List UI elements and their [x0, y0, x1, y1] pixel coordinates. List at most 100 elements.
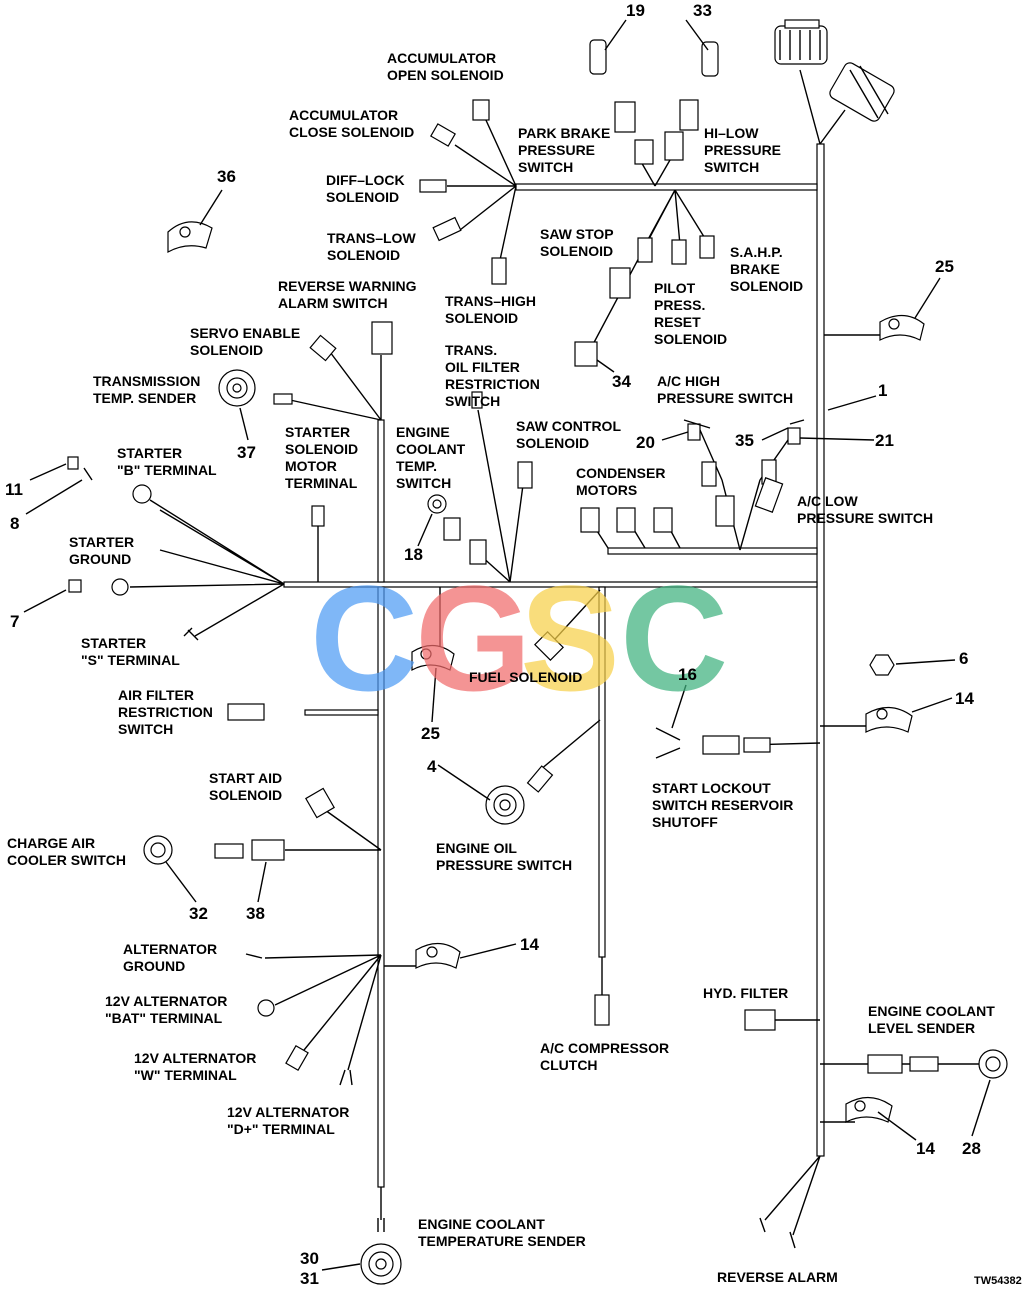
callout-14-right: 14 [955, 689, 974, 708]
callout-28: 28 [962, 1139, 981, 1158]
accumulator-close-connector [430, 123, 456, 147]
callout-25-top: 25 [935, 257, 954, 276]
condenser-connector-c [653, 507, 673, 533]
charge-air-connector [214, 843, 244, 859]
part-8-icon [83, 467, 93, 481]
branch-wires [129, 69, 985, 1236]
reverse-alarm-terminals [759, 1217, 796, 1249]
engine-coolant-temperature-sender-icon [360, 1243, 402, 1285]
condenser-trunk [607, 547, 818, 555]
label-reverse-alarm: REVERSE ALARM [717, 1269, 838, 1285]
trans-high-connector [491, 257, 507, 285]
callout-37: 37 [237, 443, 256, 462]
callout-33: 33 [693, 1, 712, 20]
callout-36: 36 [217, 167, 236, 186]
coolant-level-connector [867, 1054, 903, 1074]
charge-air-cooler-switch-icon [143, 835, 173, 865]
pressure-switch-19-icon [589, 39, 607, 75]
trans-low-connector [432, 216, 462, 242]
alt-bat-ring-terminal [257, 999, 275, 1017]
callout-numbers: 19 33 36 25 34 1 20 35 21 37 11 8 18 7 6… [5, 1, 981, 1288]
alt-dplus-fork-terminal [339, 1069, 353, 1086]
fuel-solenoid-connector [534, 631, 564, 661]
alt-ground-fork-terminal [245, 953, 263, 959]
clamp-25-center-icon [411, 644, 455, 672]
servo-enable-connector [309, 334, 337, 362]
ac-low-plug [754, 477, 784, 513]
air-filter-branch [304, 709, 379, 716]
coolant-temp-fork-terminal [377, 1218, 385, 1232]
top-trunk [515, 183, 818, 191]
callout-19: 19 [626, 1, 645, 20]
drawing-code: TW54382 [974, 1275, 1022, 1287]
callout-8: 8 [10, 514, 19, 533]
callout-38: 38 [246, 904, 265, 923]
callout-7: 7 [10, 612, 19, 631]
part-7-icon [68, 579, 82, 593]
hyd-filter-connector [744, 1009, 776, 1031]
coolant-level-plug [909, 1056, 939, 1072]
oil-pressure-connector [526, 765, 554, 793]
label-alt-bat-terminal: 12V ALTERNATOR"BAT" TERMINAL [105, 993, 227, 1026]
callout-21: 21 [875, 431, 894, 450]
saw-stop-plug [609, 267, 631, 299]
clamp-36-icon [167, 221, 213, 254]
callout-16: 16 [678, 665, 697, 684]
diff-lock-connector [419, 179, 447, 193]
starter-b-ring-terminal [132, 484, 152, 504]
callout-14-bottom: 14 [916, 1139, 935, 1158]
watermark-letter-1: C [310, 554, 418, 722]
leader-arrows [23, 19, 991, 1271]
callout-20: 20 [636, 433, 655, 452]
pressure-switch-33-icon [701, 41, 719, 77]
park-brake-connector [614, 101, 636, 133]
watermark-letter-3: S [520, 554, 620, 722]
starter-s-fork-terminal [183, 627, 199, 641]
air-filter-connector [227, 703, 265, 721]
callout-11: 11 [5, 480, 23, 499]
callout-35: 35 [735, 431, 754, 450]
clamp-14-right-icon [865, 706, 913, 733]
start-lockout-terminals [655, 727, 681, 759]
start-lockout-plug [743, 737, 771, 753]
trans-temp-terminal [273, 393, 293, 405]
start-aid-connector [305, 787, 335, 819]
part-11-icon [67, 456, 79, 470]
alt-w-connector [285, 1045, 309, 1071]
clamp-14-left-icon [415, 942, 461, 969]
hi-low-plug [664, 131, 684, 161]
reverse-warning-connector [371, 321, 393, 355]
components [67, 19, 1008, 1285]
condenser-connector-b [616, 507, 636, 533]
watermark: C G S C [310, 554, 728, 722]
callout-6: 6 [959, 649, 968, 668]
part-35-icon [683, 419, 805, 429]
saw-control-connector [517, 461, 533, 489]
label-hyd-filter: HYD. FILTER [703, 985, 788, 1001]
callout-25-center: 25 [421, 724, 440, 743]
park-brake-plug [634, 139, 654, 165]
callout-34: 34 [612, 372, 631, 391]
label-alt-w-terminal: 12V ALTERNATOR"W" TERMINAL [134, 1050, 256, 1083]
